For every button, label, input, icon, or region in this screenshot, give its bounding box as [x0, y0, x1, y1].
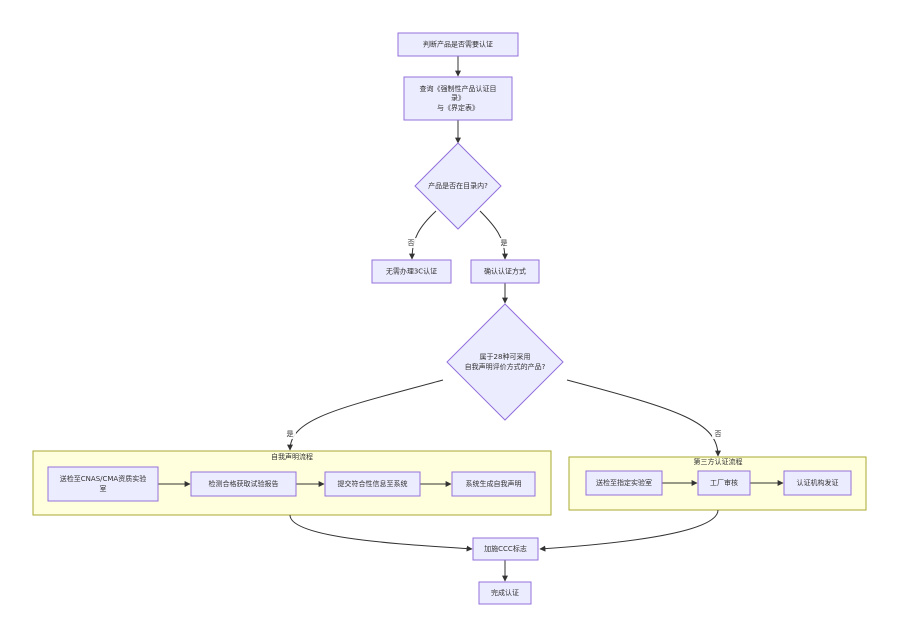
node-confirm-mode: 确认认证方式: [470, 259, 540, 284]
node-done: 完成认证: [478, 581, 532, 605]
edge-label-no-third: 否: [715, 430, 722, 438]
edge-decision2-no: [566, 379, 721, 457]
node-gen-declaration: 系统生成自我声明: [451, 471, 536, 497]
node-query-label-2: 录》: [451, 94, 465, 102]
edge-label-yes: 是: [501, 239, 508, 247]
node-confirm-mode-label: 确认认证方式: [484, 267, 526, 276]
edge-self-ccc: [289, 514, 473, 552]
node-in-catalog-label: 产品是否在目录内?: [428, 181, 488, 190]
node-self-decision-label-1: 属于28种可采用: [480, 352, 531, 361]
node-send-lab: 送检至指定实验室: [585, 470, 663, 496]
node-no-need-label: 无需办理3C认证: [386, 267, 437, 276]
node-cert-issue: 认证机构发证: [783, 470, 852, 496]
edge-decision-yes: [479, 210, 508, 260]
node-cnas-label-2: 室: [100, 484, 107, 493]
node-self-decision: 属于28种可采用 自我声明评价方式的产品?: [446, 303, 564, 421]
node-cnas-label-1: 送检至CNAS/CMA资质实验: [60, 474, 146, 483]
node-send-lab-label: 送检至指定实验室: [596, 478, 652, 487]
node-judge: 判断产品是否需要认证: [397, 32, 519, 57]
node-test-report: 检测合格获取试验报告: [190, 471, 297, 497]
edge-labels: 否 是 是 否: [284, 238, 724, 439]
node-judge-label: 判断产品是否需要认证: [423, 40, 493, 49]
node-gen-declaration-label: 系统生成自我声明: [466, 479, 522, 488]
node-factory-audit-label: 工厂审核: [710, 478, 738, 487]
node-submit-info-label: 提交符合性信息至系统: [338, 479, 408, 488]
node-query-label-1: 查询《强制性产品认证目: [420, 84, 497, 93]
node-add-ccc: 加施CCC标志: [472, 537, 539, 561]
edge-label-no: 否: [408, 239, 415, 247]
node-factory-audit: 工厂审核: [697, 470, 751, 496]
node-no-need: 无需办理3C认证: [371, 259, 452, 284]
node-submit-info: 提交符合性信息至系统: [324, 471, 421, 497]
node-done-label: 完成认证: [491, 588, 519, 597]
node-self-decision-label-2: 自我声明评价方式的产品?: [465, 362, 546, 371]
edges: [158, 56, 784, 582]
edge-third-ccc: [539, 509, 719, 552]
cluster-self-declaration-title: 自我声明流程: [271, 452, 313, 461]
node-cert-issue-label: 认证机构发证: [797, 478, 839, 487]
node-cnas: 送检至CNAS/CMA资质实验 室: [47, 466, 159, 502]
node-query-label-3: 与《界定表》: [437, 103, 479, 112]
node-test-report-label: 检测合格获取试验报告: [209, 479, 279, 488]
node-query: 查询《强制性产品认证目 录》 与《界定表》: [403, 76, 513, 121]
edge-decision-no: [409, 210, 437, 260]
edge-label-yes-self: 是: [287, 430, 294, 438]
cluster-third-party-title: 第三方认证流程: [694, 457, 743, 466]
edge-decision2-yes: [287, 379, 444, 451]
node-in-catalog-decision: 产品是否在目录内?: [414, 142, 502, 230]
node-add-ccc-label: 加施CCC标志: [484, 544, 527, 553]
